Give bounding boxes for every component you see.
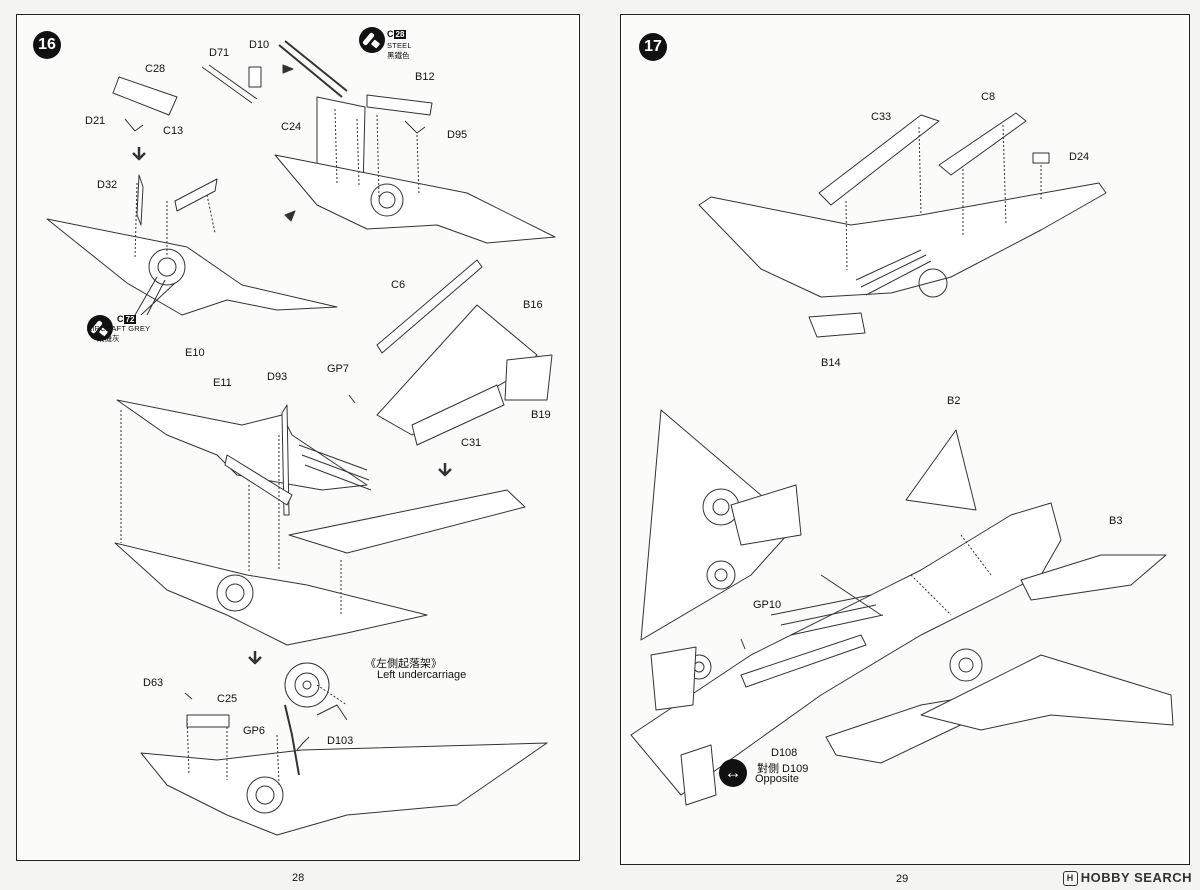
opposite-label: Opposite bbox=[755, 773, 800, 785]
part-label-b12: B12 bbox=[415, 71, 435, 83]
part-label-d63: D63 bbox=[143, 677, 164, 689]
paintbrush-icon bbox=[359, 27, 385, 53]
paintbrush-icon bbox=[87, 315, 113, 341]
paint-cn-aircraft-grey: 飛機灰 bbox=[97, 334, 120, 343]
callout-en: Left undercarriage bbox=[377, 669, 467, 681]
part-label-c33: C33 bbox=[871, 111, 892, 123]
assembly-drawing-left bbox=[46, 40, 556, 836]
part-label-d95: D95 bbox=[447, 129, 468, 141]
hobby-search-logo-icon: H bbox=[1062, 871, 1078, 886]
part-label-gp6: GP6 bbox=[243, 725, 266, 737]
part-label-gp7: GP7 bbox=[327, 363, 350, 375]
part-label-d21: D21 bbox=[85, 115, 106, 127]
part-label-c31: C31 bbox=[461, 437, 482, 449]
step-number-16: 16 bbox=[33, 31, 61, 59]
instruction-page-right: 17 C33 C8 D24 B14 B2 B3 GP10 ↔ D108 對側 D… bbox=[620, 14, 1190, 865]
part-label-d103: D103 bbox=[327, 735, 354, 747]
part-label-c28: C28 bbox=[145, 63, 166, 75]
paint-cn-steel: 黑鐵色 bbox=[387, 51, 410, 60]
callout-cn: 《左側起落架》 bbox=[365, 658, 442, 670]
page-number-right: 29 bbox=[896, 873, 909, 885]
part-label-gp10: GP10 bbox=[753, 599, 782, 611]
part-label-d71: D71 bbox=[209, 47, 230, 59]
part-label-e11: E11 bbox=[213, 377, 232, 389]
part-label-b2: B2 bbox=[947, 395, 961, 407]
part-label-d24: D24 bbox=[1069, 151, 1090, 163]
part-label-d10: D10 bbox=[249, 39, 270, 51]
part-label-b3: B3 bbox=[1109, 515, 1123, 527]
part-label-c13: C13 bbox=[163, 125, 184, 137]
paint-name-aircraft-grey: AIRCRAFT GREY bbox=[87, 324, 151, 333]
part-label-c8: C8 bbox=[981, 91, 996, 103]
assembly-drawing-right bbox=[630, 112, 1174, 806]
part-label-d93: D93 bbox=[267, 371, 288, 383]
part-label-c6: C6 bbox=[391, 279, 406, 291]
watermark-text: HOBBY SEARCH bbox=[1080, 870, 1192, 885]
part-label-b16: B16 bbox=[523, 299, 543, 311]
part-label-e10: E10 bbox=[185, 347, 205, 359]
page-number-left: 28 bbox=[292, 872, 305, 884]
step-number-17: 17 bbox=[639, 33, 667, 61]
part-label-d32: D32 bbox=[97, 179, 118, 191]
opposite-arrow-icon: ↔ bbox=[719, 759, 747, 787]
opposite-part-cn: 對側 D109 bbox=[757, 763, 809, 775]
part-label-c25: C25 bbox=[217, 693, 238, 705]
part-label-b14: B14 bbox=[821, 357, 841, 369]
part-label-c24: C24 bbox=[281, 121, 302, 133]
paint-name-steel: STEEL bbox=[387, 41, 412, 50]
opposite-part-label: D108 bbox=[771, 747, 798, 759]
part-label-b19: B19 bbox=[531, 409, 551, 421]
